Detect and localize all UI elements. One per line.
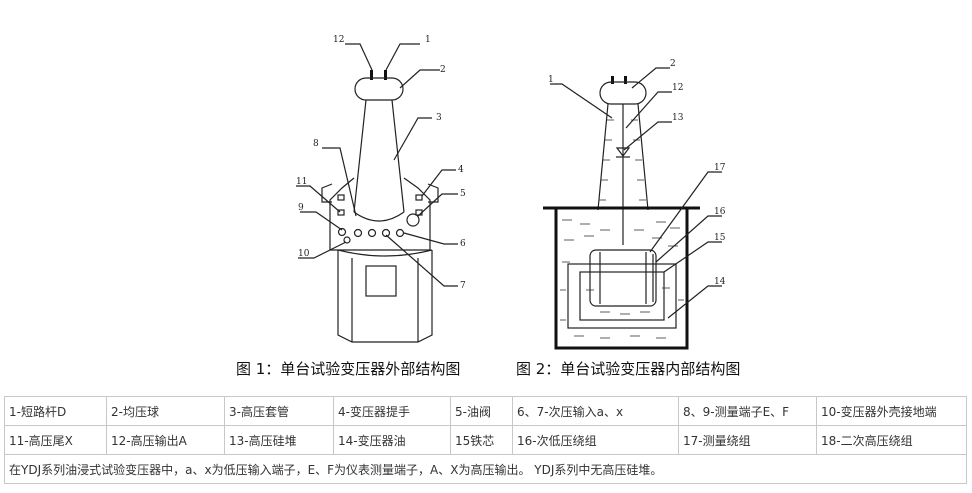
legend-cell: 17-测量绕组 — [678, 425, 817, 455]
hv-output-terminal — [384, 70, 387, 80]
grading-ball — [354, 77, 404, 101]
table-row: 11-高压尾X 12-高压输出A 13-高压硅堆 14-变压器油 15铁芯 16… — [4, 425, 967, 455]
hv-bushing — [353, 99, 405, 213]
fig1-label: 4 — [458, 165, 464, 175]
fig1-label: 1 — [425, 35, 431, 45]
legend-cell: 13-高压硅堆 — [224, 425, 334, 455]
legend-cell: 5-油阀 — [450, 396, 513, 426]
fig2-label: 13 — [672, 113, 684, 123]
tank-base — [337, 250, 433, 343]
iron-core — [567, 263, 677, 329]
fig1-label: 2 — [440, 65, 446, 75]
upper-tank — [329, 177, 431, 251]
fig2-label: 12 — [672, 83, 683, 93]
fig1-label: 9 — [298, 203, 304, 213]
legend-cell: 15铁芯 — [450, 425, 513, 455]
oil-tank — [554, 208, 689, 350]
figure1-external-structure: 12 1 2 3 8 4 11 5 9 6 10 7 图 1：单台试验变压器外部… — [236, 35, 466, 378]
legend-cell: 14-变压器油 — [333, 425, 451, 455]
figure2-internal-structure: 1 2 12 13 17 16 15 14 图 2：单台试验变压器内部结构图 — [516, 59, 740, 378]
fig2-label: 15 — [714, 233, 726, 243]
legend-cell: 2-均压球 — [106, 396, 225, 426]
figure1-caption: 图 1：单台试验变压器外部结构图 — [236, 360, 460, 378]
fig1-label: 8 — [313, 139, 319, 149]
fig1-label: 7 — [460, 281, 466, 291]
fig2-label: 2 — [670, 59, 676, 69]
windings — [589, 249, 657, 307]
grading-ball-2 — [599, 81, 647, 105]
fig2-label: 17 — [714, 163, 726, 173]
legend-cell: 12-高压输出A — [106, 425, 225, 455]
legend-cell: 1-短路杆D — [4, 396, 107, 426]
legend-note: 在YDJ系列油浸式试验变压器中，a、x为低压输入端子，E、F为仪表测量端子，A、… — [4, 454, 967, 484]
fig1-label: 5 — [460, 189, 466, 199]
legend-cell: 11-高压尾X — [4, 425, 107, 455]
legend-table: 1-短路杆D 2-均压球 3-高压套管 4-变压器提手 5-油阀 6、7-次压输… — [4, 396, 967, 484]
short-circuit-rod-terminal — [370, 70, 373, 80]
fig1-label: 10 — [298, 249, 310, 259]
transformer-oil — [560, 219, 684, 339]
fig2-label: 1 — [548, 75, 554, 85]
transformer-structure-diagram: 12 1 2 3 8 4 11 5 9 6 10 7 图 1：单台试验变压器外部… — [236, 35, 740, 378]
fig1-label: 11 — [296, 177, 307, 187]
left-handle — [321, 183, 333, 203]
legend-cell: 18-二次高压绕组 — [816, 425, 967, 455]
table-row: 在YDJ系列油浸式试验变压器中，a、x为低压输入端子，E、F为仪表测量端子，A、… — [4, 454, 967, 484]
legend-cell: 3-高压套管 — [224, 396, 334, 426]
fig2-label: 14 — [714, 277, 726, 287]
fig1-label: 6 — [460, 239, 466, 249]
fig2-label: 16 — [714, 207, 726, 217]
oil-valve — [406, 213, 420, 227]
table-row: 1-短路杆D 2-均压球 3-高压套管 4-变压器提手 5-油阀 6、7-次压输… — [4, 396, 967, 426]
legend-cell: 4-变压器提手 — [333, 396, 451, 426]
nameplate — [365, 265, 397, 297]
hv-bushing-2 — [597, 103, 649, 211]
figure2-caption: 图 2：单台试验变压器内部结构图 — [516, 360, 740, 378]
legend-cell: 16-次低压绕组 — [512, 425, 679, 455]
fig1-label: 12 — [333, 35, 344, 45]
legend-cell: 6、7-次压输入a、x — [512, 396, 679, 426]
fig1-label: 3 — [436, 113, 442, 123]
legend-cell: 10-变压器外壳接地端 — [816, 396, 967, 426]
legend-cell: 8、9-测量端子E、F — [678, 396, 817, 426]
